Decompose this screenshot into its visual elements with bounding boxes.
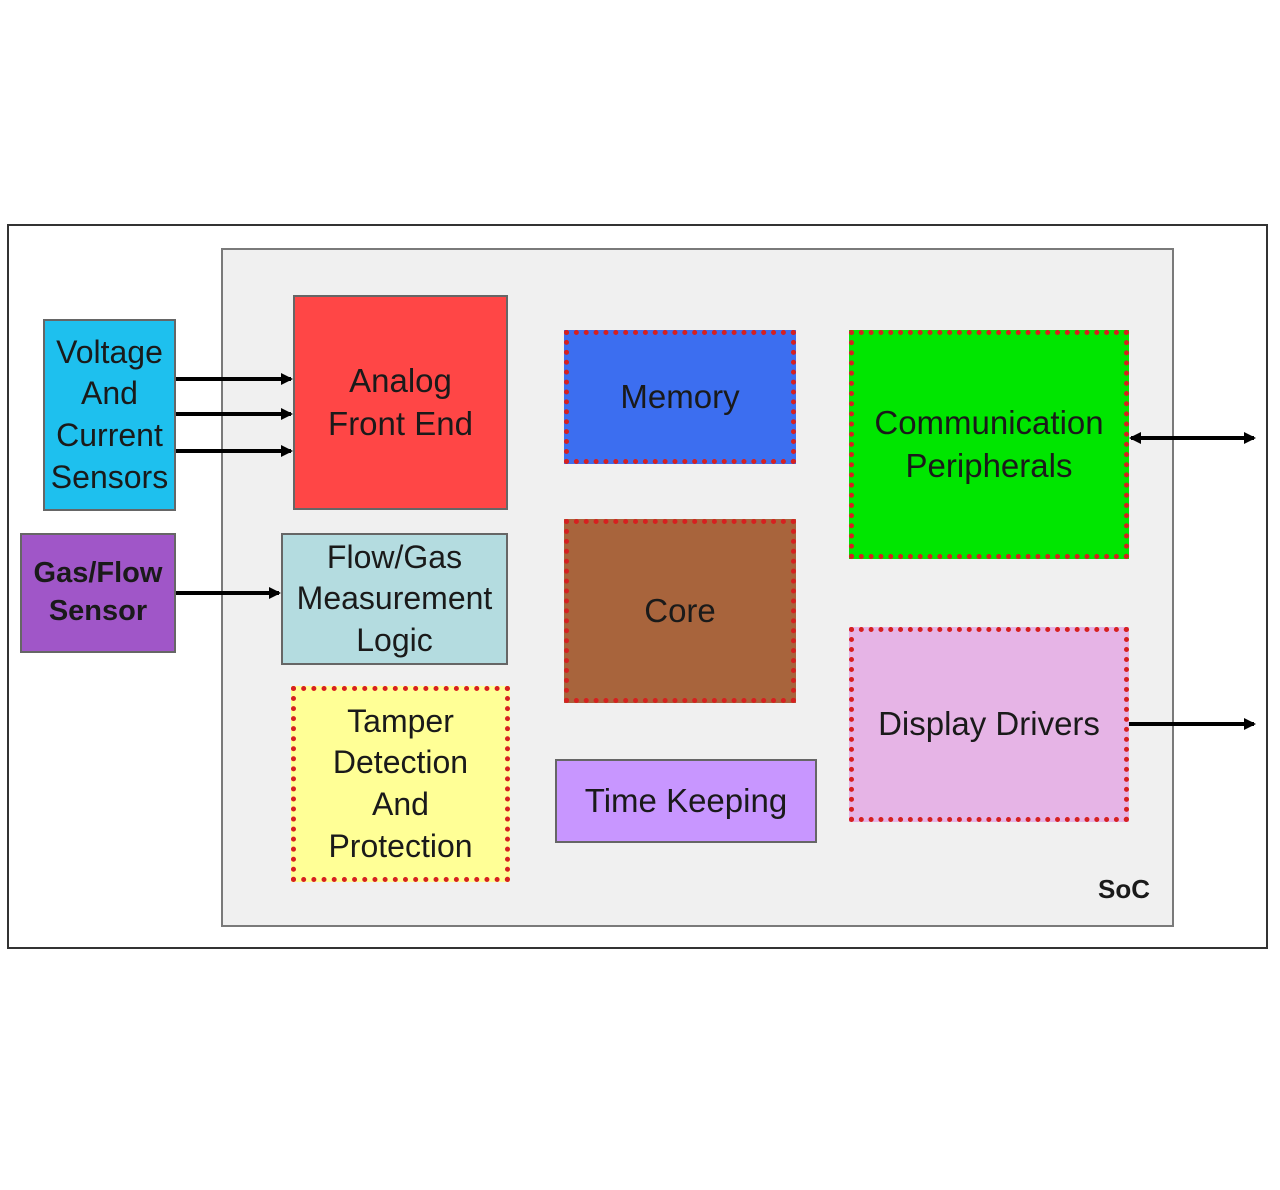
- time-keeping-block: Time Keeping: [555, 759, 817, 843]
- memory-block: Memory: [564, 330, 796, 464]
- voltage-current-sensors-block: Voltage And Current Sensors: [43, 319, 176, 511]
- analog-front-end-block: Analog Front End: [293, 295, 508, 510]
- flow-gas-measurement-logic-block: Flow/Gas Measurement Logic: [281, 533, 508, 665]
- communication-peripherals-block: Communication Peripherals: [849, 330, 1129, 559]
- display-drivers-block: Display Drivers: [849, 627, 1129, 822]
- soc-label: SoC: [1098, 874, 1150, 904]
- core-block: Core: [564, 519, 796, 703]
- gas-flow-sensor-block: Gas/Flow Sensor: [20, 533, 176, 653]
- tamper-detection-block: Tamper Detection And Protection: [291, 686, 510, 882]
